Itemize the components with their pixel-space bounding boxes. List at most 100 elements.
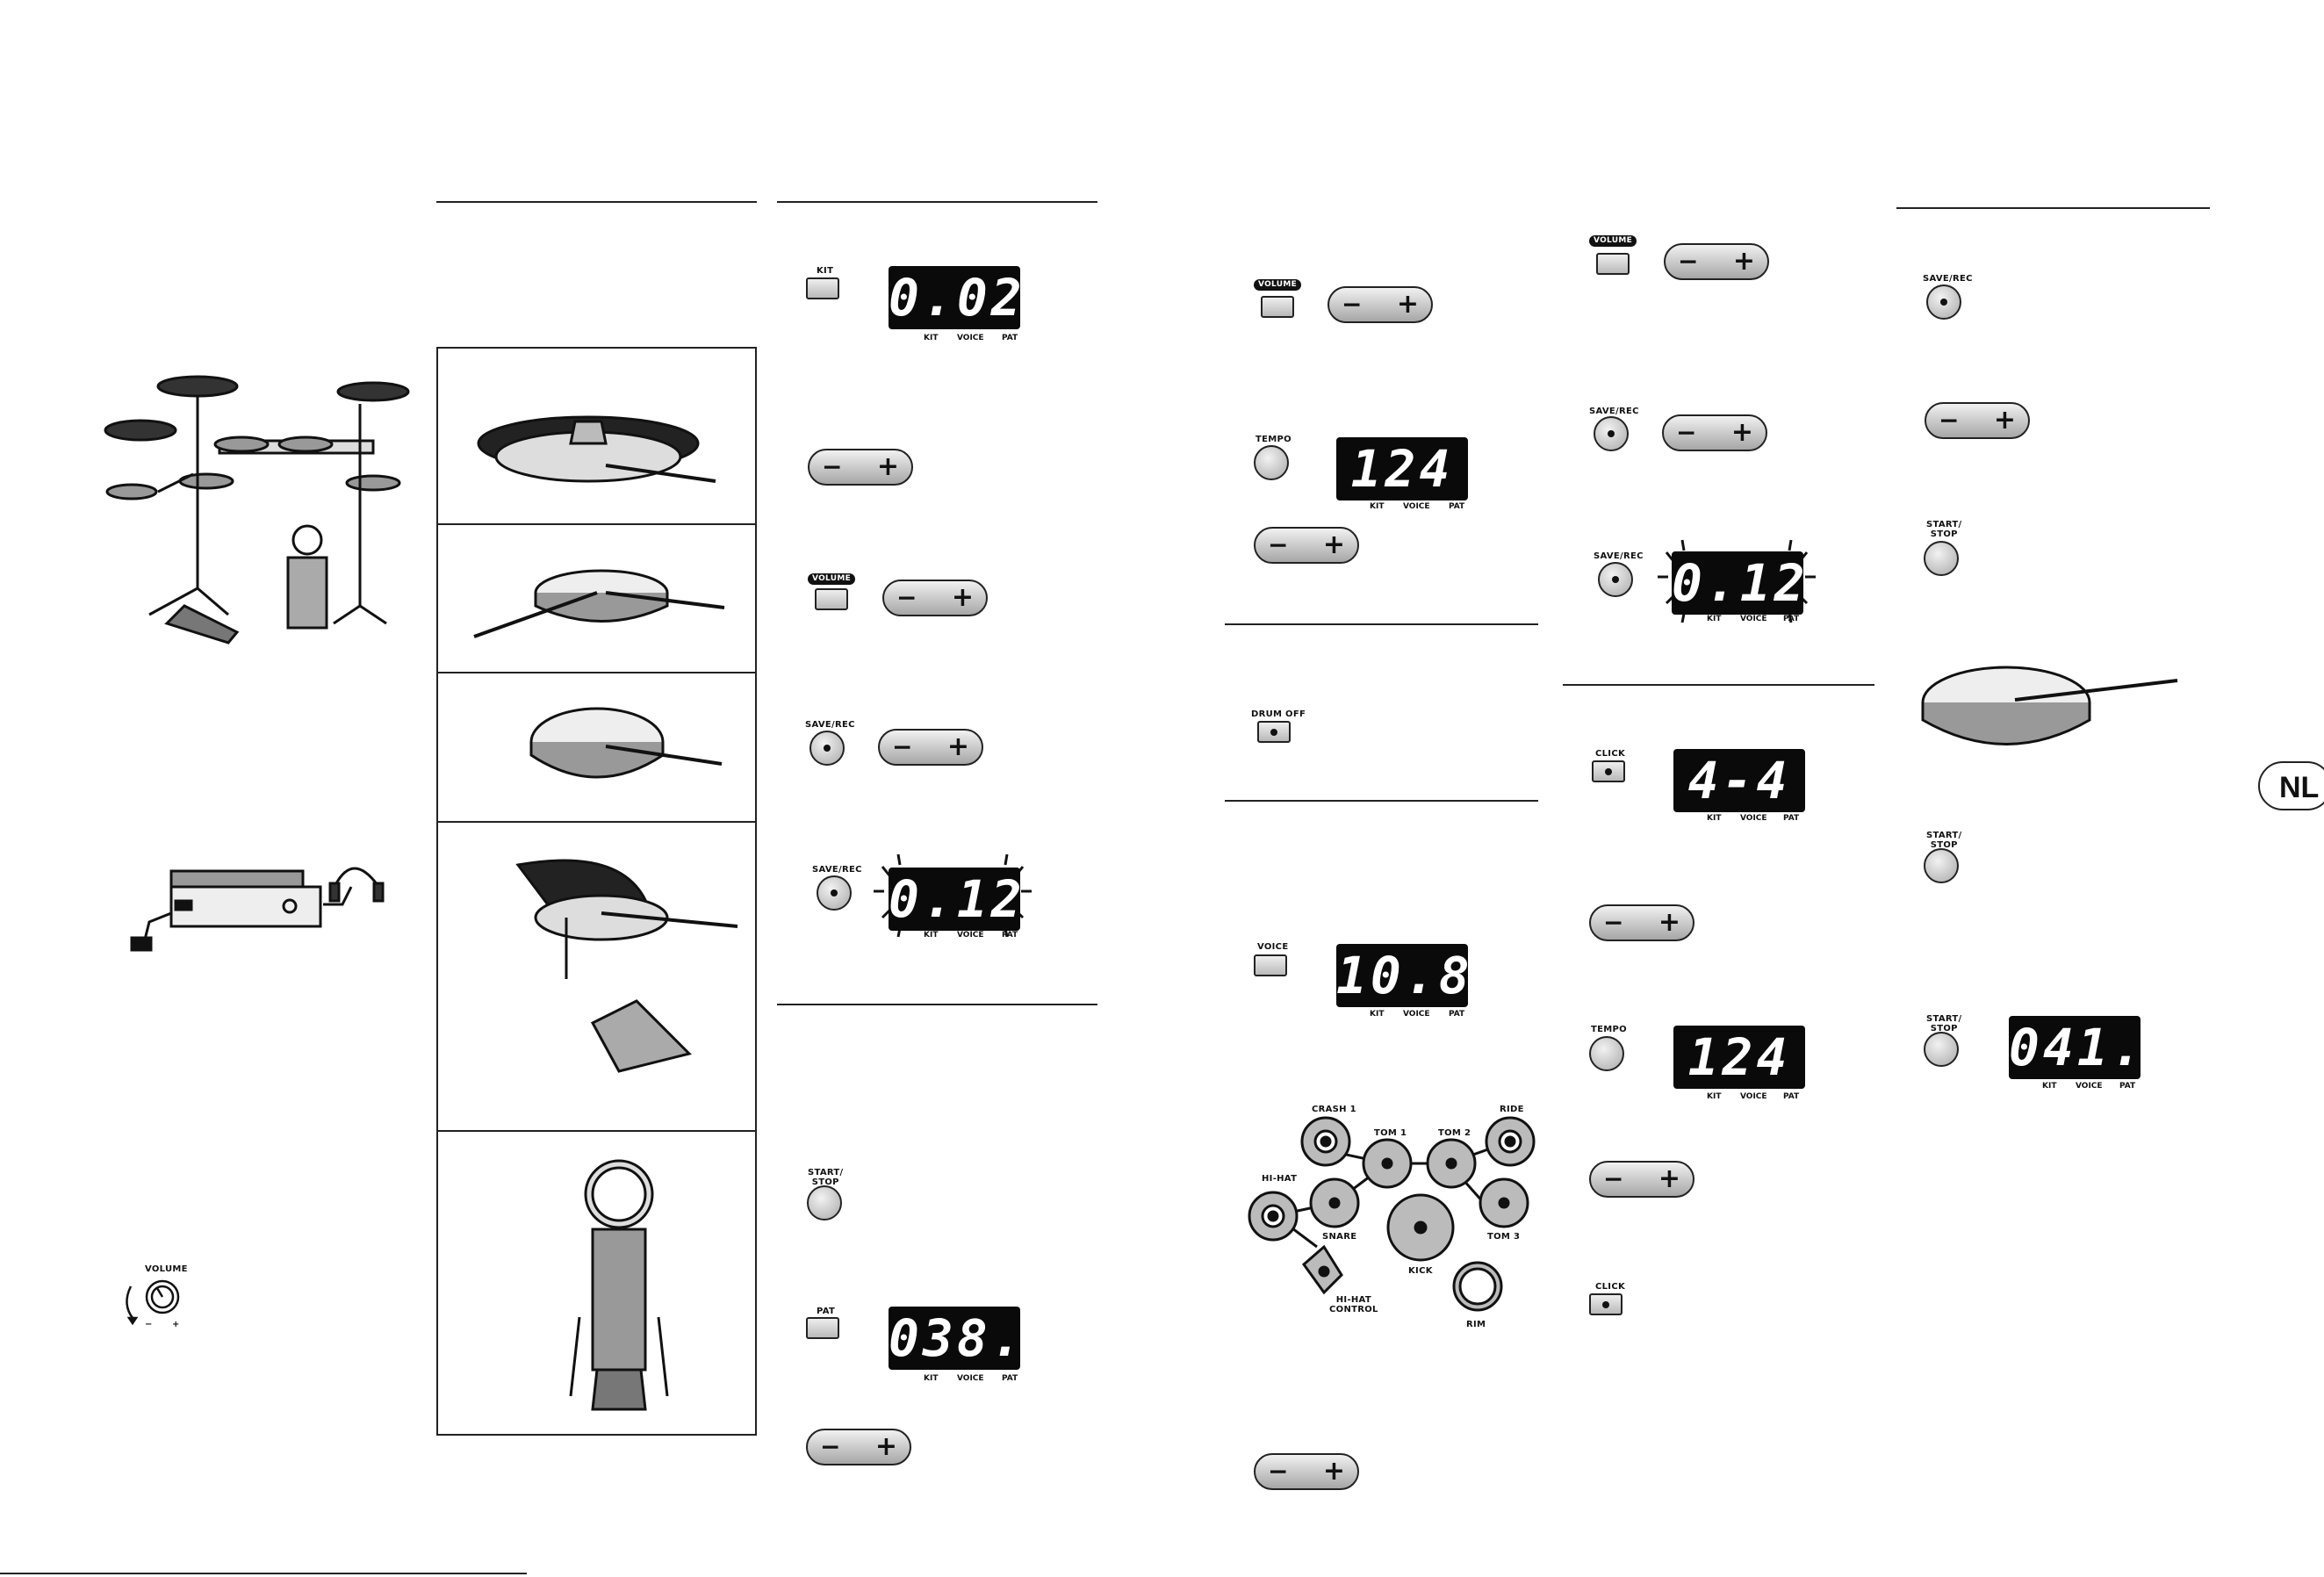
drum-off-label: DRUM OFF [1251,709,1306,719]
tempo-display: 124 [1673,1026,1805,1089]
volume-minus-plus-button[interactable]: − + [1664,243,1769,280]
language-badge: NL [2258,761,2324,810]
led-icon [1605,767,1612,775]
click-label: CLICK [1595,749,1626,759]
start-stop-label: START/ STOP [808,1168,844,1187]
tempo-display: 124 [1336,437,1468,500]
tempo-minus-plus-button[interactable]: − + [1254,527,1359,564]
plus-icon: + [1322,529,1345,560]
minus-icon: − [1939,406,1960,435]
led-icon [1940,299,1947,306]
led-icon [1612,576,1619,583]
volume-button[interactable] [815,588,848,610]
save-rec-button[interactable] [1598,562,1633,597]
display-kit-label: KIT [1707,1092,1722,1101]
kit-button[interactable] [806,277,839,299]
display-voice-label: VOICE [957,1374,984,1383]
start-stop-button[interactable] [1924,541,1959,576]
module-headphones-illustration [130,867,385,952]
display-kit-label: KIT [1370,1010,1385,1019]
display-kit-label: KIT [2042,1082,2057,1091]
save-rec-label: SAVE/REC [1589,407,1639,416]
plus-icon: + [951,582,974,613]
minus-icon: − [1603,908,1624,937]
pat-display: 038. [889,1307,1025,1370]
minus-plus-button[interactable]: − + [1925,402,2030,439]
click-button[interactable] [1589,1293,1622,1315]
volume-minus-plus-button[interactable]: − + [882,580,988,616]
start-stop-button[interactable] [1924,848,1959,883]
save-rec-label: SAVE/REC [805,720,855,730]
voice-button[interactable] [1254,954,1287,976]
pad-divider [436,523,757,525]
click-display: 4-4 [1673,749,1805,812]
start-stop-button[interactable] [807,1185,842,1221]
minus-plus-button[interactable]: − + [808,449,913,486]
pad-divider [436,1130,757,1132]
tempo-button[interactable] [1589,1036,1624,1071]
song-display: 041. [2009,1016,2146,1079]
plus-icon: + [1730,417,1753,448]
click-button[interactable] [1592,760,1625,782]
drum-off-button[interactable] [1257,721,1291,743]
section-rule [1225,800,1538,802]
display-pat-label: PAT [1002,931,1018,940]
volume-button[interactable] [1596,253,1630,275]
tempo-display-value: 124 [1687,1027,1791,1087]
display-kit-label: KIT [1370,502,1385,511]
tempo-display-value: 124 [1350,439,1454,499]
kit-display: 0.02 [889,266,1022,329]
minus-plus-button[interactable]: − + [806,1429,911,1465]
volume-knob-illustration [126,1279,180,1326]
display-voice-label: VOICE [1403,1010,1430,1019]
display-kit-label: KIT [924,1374,939,1383]
save-rec-label: SAVE/REC [812,865,862,875]
led-icon [1602,1300,1609,1308]
plus-icon: + [1658,907,1680,938]
save-rec-button[interactable] [809,731,845,766]
volume-button[interactable] [1261,296,1294,318]
save-rec-button[interactable] [817,875,852,911]
start-stop-label: START/ STOP [1926,520,1962,539]
display-pat-label: PAT [1449,502,1465,511]
tempo-minus-plus-button[interactable]: − + [1589,1161,1694,1198]
knob-minus-label: − [145,1320,153,1329]
display-voice-label: VOICE [957,334,984,342]
led-icon [824,745,831,752]
display-kit-label: KIT [924,931,939,940]
crash1-label: CRASH 1 [1312,1105,1356,1114]
save-rec-button[interactable] [1594,416,1629,451]
minus-plus-button[interactable]: − + [1589,904,1694,941]
pad-illustration-frame [436,347,757,1436]
start-stop-button[interactable] [1924,1032,1959,1067]
tom2-label: TOM 2 [1438,1128,1471,1138]
minus-icon: − [1678,247,1699,276]
minus-plus-button[interactable]: − + [1662,414,1767,451]
pat-display-value: 038. [889,1308,1025,1368]
minus-plus-button[interactable]: − + [878,729,983,766]
drum-kit-illustration [104,375,410,644]
led-icon [1270,728,1277,736]
minus-icon: − [1603,1164,1624,1193]
led-icon [1608,430,1615,437]
kick-label: KICK [1408,1266,1433,1276]
plus-icon: + [946,731,969,762]
knob-plus-label: + [172,1320,180,1329]
voice-label: VOICE [1257,942,1289,952]
section-rule [1225,623,1538,625]
save-rec-label: SAVE/REC [1594,551,1644,561]
tempo-button[interactable] [1254,445,1289,480]
knob-volume-label: VOLUME [145,1264,188,1274]
save-rec-button[interactable] [1926,284,1961,320]
display-voice-label: VOICE [1740,615,1767,623]
voice-display: 10.8 [1336,944,1470,1007]
tom3-label: TOM 3 [1487,1232,1521,1242]
volume-minus-plus-button[interactable]: − + [1327,286,1433,323]
plus-icon: + [1993,405,2016,436]
song-display-value: 041. [2009,1018,2146,1077]
minus-plus-button[interactable]: − + [1254,1453,1359,1490]
display-pat-label: PAT [1783,814,1800,823]
display-kit-label: KIT [1707,814,1722,823]
start-stop-label: START/ STOP [1926,831,1962,850]
pat-button[interactable] [806,1317,839,1339]
